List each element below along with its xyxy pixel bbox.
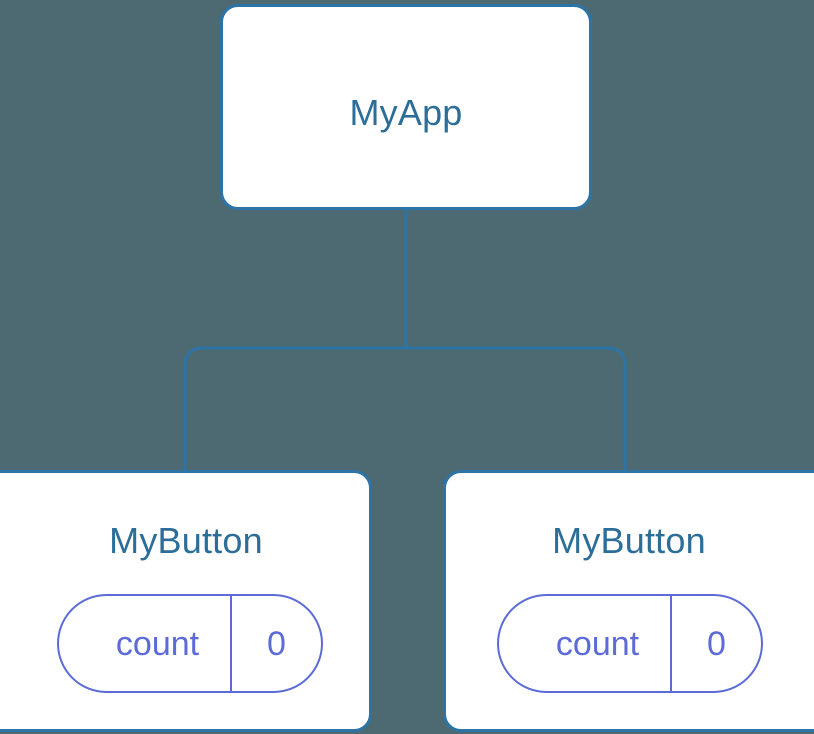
node-myapp-label: MyApp <box>349 92 463 133</box>
node-mybutton-right-label: MyButton <box>552 520 706 561</box>
state-value-left: 0 <box>232 596 321 691</box>
edge-branch-bus <box>183 346 627 472</box>
state-key-right: count <box>499 596 672 691</box>
node-mybutton-left[interactable]: MyButton count 0 <box>0 470 372 732</box>
node-mybutton-left-label: MyButton <box>109 520 263 561</box>
state-pill-right[interactable]: count 0 <box>497 594 763 693</box>
state-pill-left[interactable]: count 0 <box>57 594 323 693</box>
node-mybutton-right[interactable]: MyButton count 0 <box>443 470 814 732</box>
state-key-left-text: count <box>115 624 200 663</box>
state-value-left-text: 0 <box>267 624 286 663</box>
state-key-right-text: count <box>555 624 640 663</box>
state-key-left: count <box>59 596 232 691</box>
state-value-right-text: 0 <box>707 624 726 663</box>
node-myapp[interactable]: MyApp <box>220 4 592 210</box>
state-value-right: 0 <box>672 596 761 691</box>
